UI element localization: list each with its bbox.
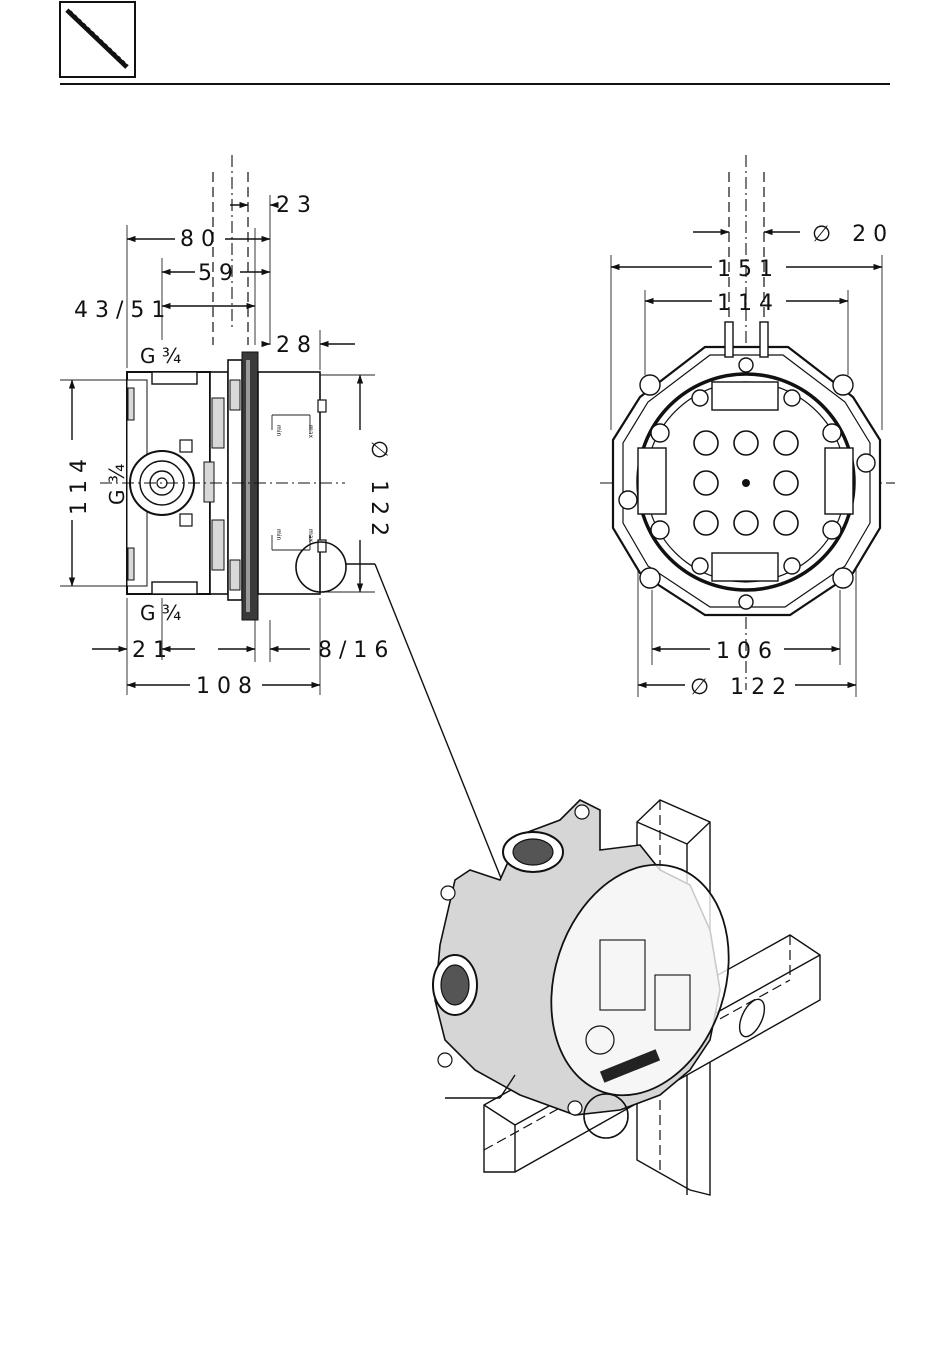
dim-80: 80 (180, 227, 222, 252)
isometric-installation-view (433, 800, 820, 1195)
thread-label-left: G ¾ (105, 464, 129, 505)
dim-122-side: ∅ 122 (366, 440, 391, 543)
dim-114-side: 114 (67, 452, 92, 515)
front-view-drawing: ∅ 20 151 114 106 ∅ 122 (600, 155, 895, 700)
dim-151: 151 (717, 257, 780, 282)
dim-59: 59 (198, 261, 240, 286)
dim-106: 106 (716, 639, 779, 664)
installation-level-icon (60, 2, 135, 77)
dim-43-51: 43/51 (74, 298, 172, 323)
min-label-bottom: min (275, 529, 282, 541)
thread-label-top: G ¾ (140, 344, 181, 368)
max-label-top: max (307, 425, 314, 439)
dim-8-16: 8/16 (318, 638, 395, 663)
header (60, 2, 890, 84)
dim-21: 21 (132, 638, 174, 663)
thread-label-bottom: G ¾ (140, 601, 181, 625)
dim-108: 108 (196, 674, 259, 699)
dim-122-front: ∅ 122 (690, 675, 793, 700)
dim-28: 28 (276, 333, 318, 358)
dim-114-front: 114 (717, 291, 780, 316)
max-label-bottom: max (307, 529, 314, 543)
min-label-top: min (275, 425, 282, 437)
dim-20-front: ∅ 20 (812, 222, 894, 247)
dim-23: 23 (276, 193, 318, 218)
